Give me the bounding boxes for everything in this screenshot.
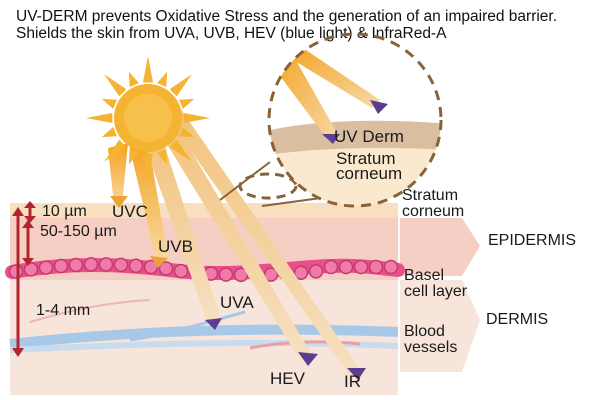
- basal-cell: [113, 257, 129, 273]
- uvb-ray: [128, 140, 168, 260]
- ray-ir-label: IR: [344, 372, 361, 391]
- inset-arrowhead-2: [370, 100, 388, 114]
- stratum-corneum-label-2: corneum: [402, 203, 465, 220]
- sun-ray-spike: [142, 56, 154, 83]
- basal-cell: [353, 259, 369, 275]
- depth-uva-label: 1-4 mm: [36, 302, 91, 319]
- depth-uvc-label: 10 µm: [42, 203, 87, 220]
- sun-ray-spike: [157, 71, 168, 87]
- basal-cell: [263, 267, 279, 282]
- basal-cell: [98, 257, 114, 272]
- inset-magnifier-border: [267, 32, 443, 208]
- basal-cell: [308, 264, 324, 279]
- blood-vessels-label-2: vessels: [404, 339, 458, 356]
- uvb-arrowhead: [150, 256, 168, 268]
- stratum-corneum-label-1: Stratum: [402, 187, 459, 204]
- inset-connector-left: [219, 161, 271, 201]
- hev-ray: [152, 112, 312, 360]
- basal-cell: [38, 260, 54, 275]
- sun-ray-spike: [101, 98, 117, 109]
- sun-ray-spike: [183, 112, 210, 124]
- depth-arrows: [12, 201, 36, 357]
- diagram-title: UV-DERM prevents Oxidative Stress and th…: [16, 8, 558, 42]
- basal-cell: [128, 258, 144, 274]
- ray-uvb-label: UVB: [158, 237, 193, 256]
- ir-ray: [162, 102, 362, 376]
- inset-uv-derm-band: [269, 120, 441, 156]
- sun-ray-spike: [179, 127, 195, 138]
- stratum-corneum-layer: [10, 203, 398, 218]
- basel-cell-layer-label-2: cell layer: [404, 283, 468, 300]
- basal-cell: [23, 262, 39, 277]
- basal-cell: [293, 265, 309, 280]
- sun-ray-spike: [104, 74, 127, 97]
- blood-vessels-label-1: Blood: [404, 323, 445, 340]
- ray-hev-label: HEV: [270, 369, 305, 388]
- basel-cell-layer-label-1: Basel: [404, 267, 445, 284]
- basal-cell: [83, 257, 99, 272]
- uva-ray: [140, 126, 222, 324]
- basal-cell: [53, 258, 69, 274]
- blood-vessel-upper: [9, 324, 399, 349]
- dermis-panel: [400, 280, 480, 372]
- inset-stratum-label: Stratum: [336, 149, 396, 168]
- sun-icon: [86, 56, 210, 180]
- basal-cell: [158, 261, 174, 276]
- basal-cell: [233, 267, 249, 283]
- sun-ray-spike: [179, 98, 195, 109]
- basal-cell: [218, 267, 234, 282]
- basal-cell: [173, 263, 189, 279]
- sun-ray-spike: [128, 71, 139, 87]
- blood-vessel-lower: [9, 340, 399, 353]
- sun-ray-spike: [142, 153, 154, 180]
- inset-sun-ray-2: [280, 46, 380, 108]
- capillary-pink-1: [29, 299, 151, 323]
- basal-cell: [383, 259, 399, 275]
- epidermis-label: EPIDERMIS: [488, 232, 577, 249]
- sun-ray-spike: [86, 112, 113, 124]
- ray-uvc-label: UVC: [112, 202, 148, 221]
- uvc-arrowhead: [110, 196, 128, 208]
- inset-uv-derm-label: UV Derm: [334, 127, 404, 146]
- ray-uva-label: UVA: [220, 293, 254, 312]
- sun-ray-spike: [128, 149, 139, 165]
- basal-cell: [323, 259, 339, 275]
- sun-ray-spike: [169, 139, 192, 162]
- basal-cell: [368, 259, 384, 275]
- basal-cell: [68, 257, 84, 273]
- dermis-label: DERMIS: [486, 311, 549, 328]
- inset-corneum-label: corneum: [336, 164, 403, 183]
- inset-arrowhead-1: [322, 134, 340, 144]
- ir-arrowhead: [347, 368, 366, 380]
- sun-ray-spike: [101, 127, 117, 138]
- sun-ray-spike: [169, 74, 192, 97]
- epidermis-panel: [400, 218, 480, 276]
- inset-sun-ray-1: [269, 50, 340, 140]
- hev-arrowhead: [298, 352, 318, 366]
- sun-ray-spike: [104, 139, 127, 162]
- uva-arrowhead: [205, 318, 222, 330]
- capillary-blue: [129, 310, 246, 342]
- depth-uvb-label: 50-150 µm: [40, 223, 117, 240]
- sun-ray-spike: [157, 149, 168, 165]
- uvc-ray: [108, 143, 128, 205]
- zoom-target-ring: [238, 172, 298, 200]
- basal-cell: [338, 259, 354, 275]
